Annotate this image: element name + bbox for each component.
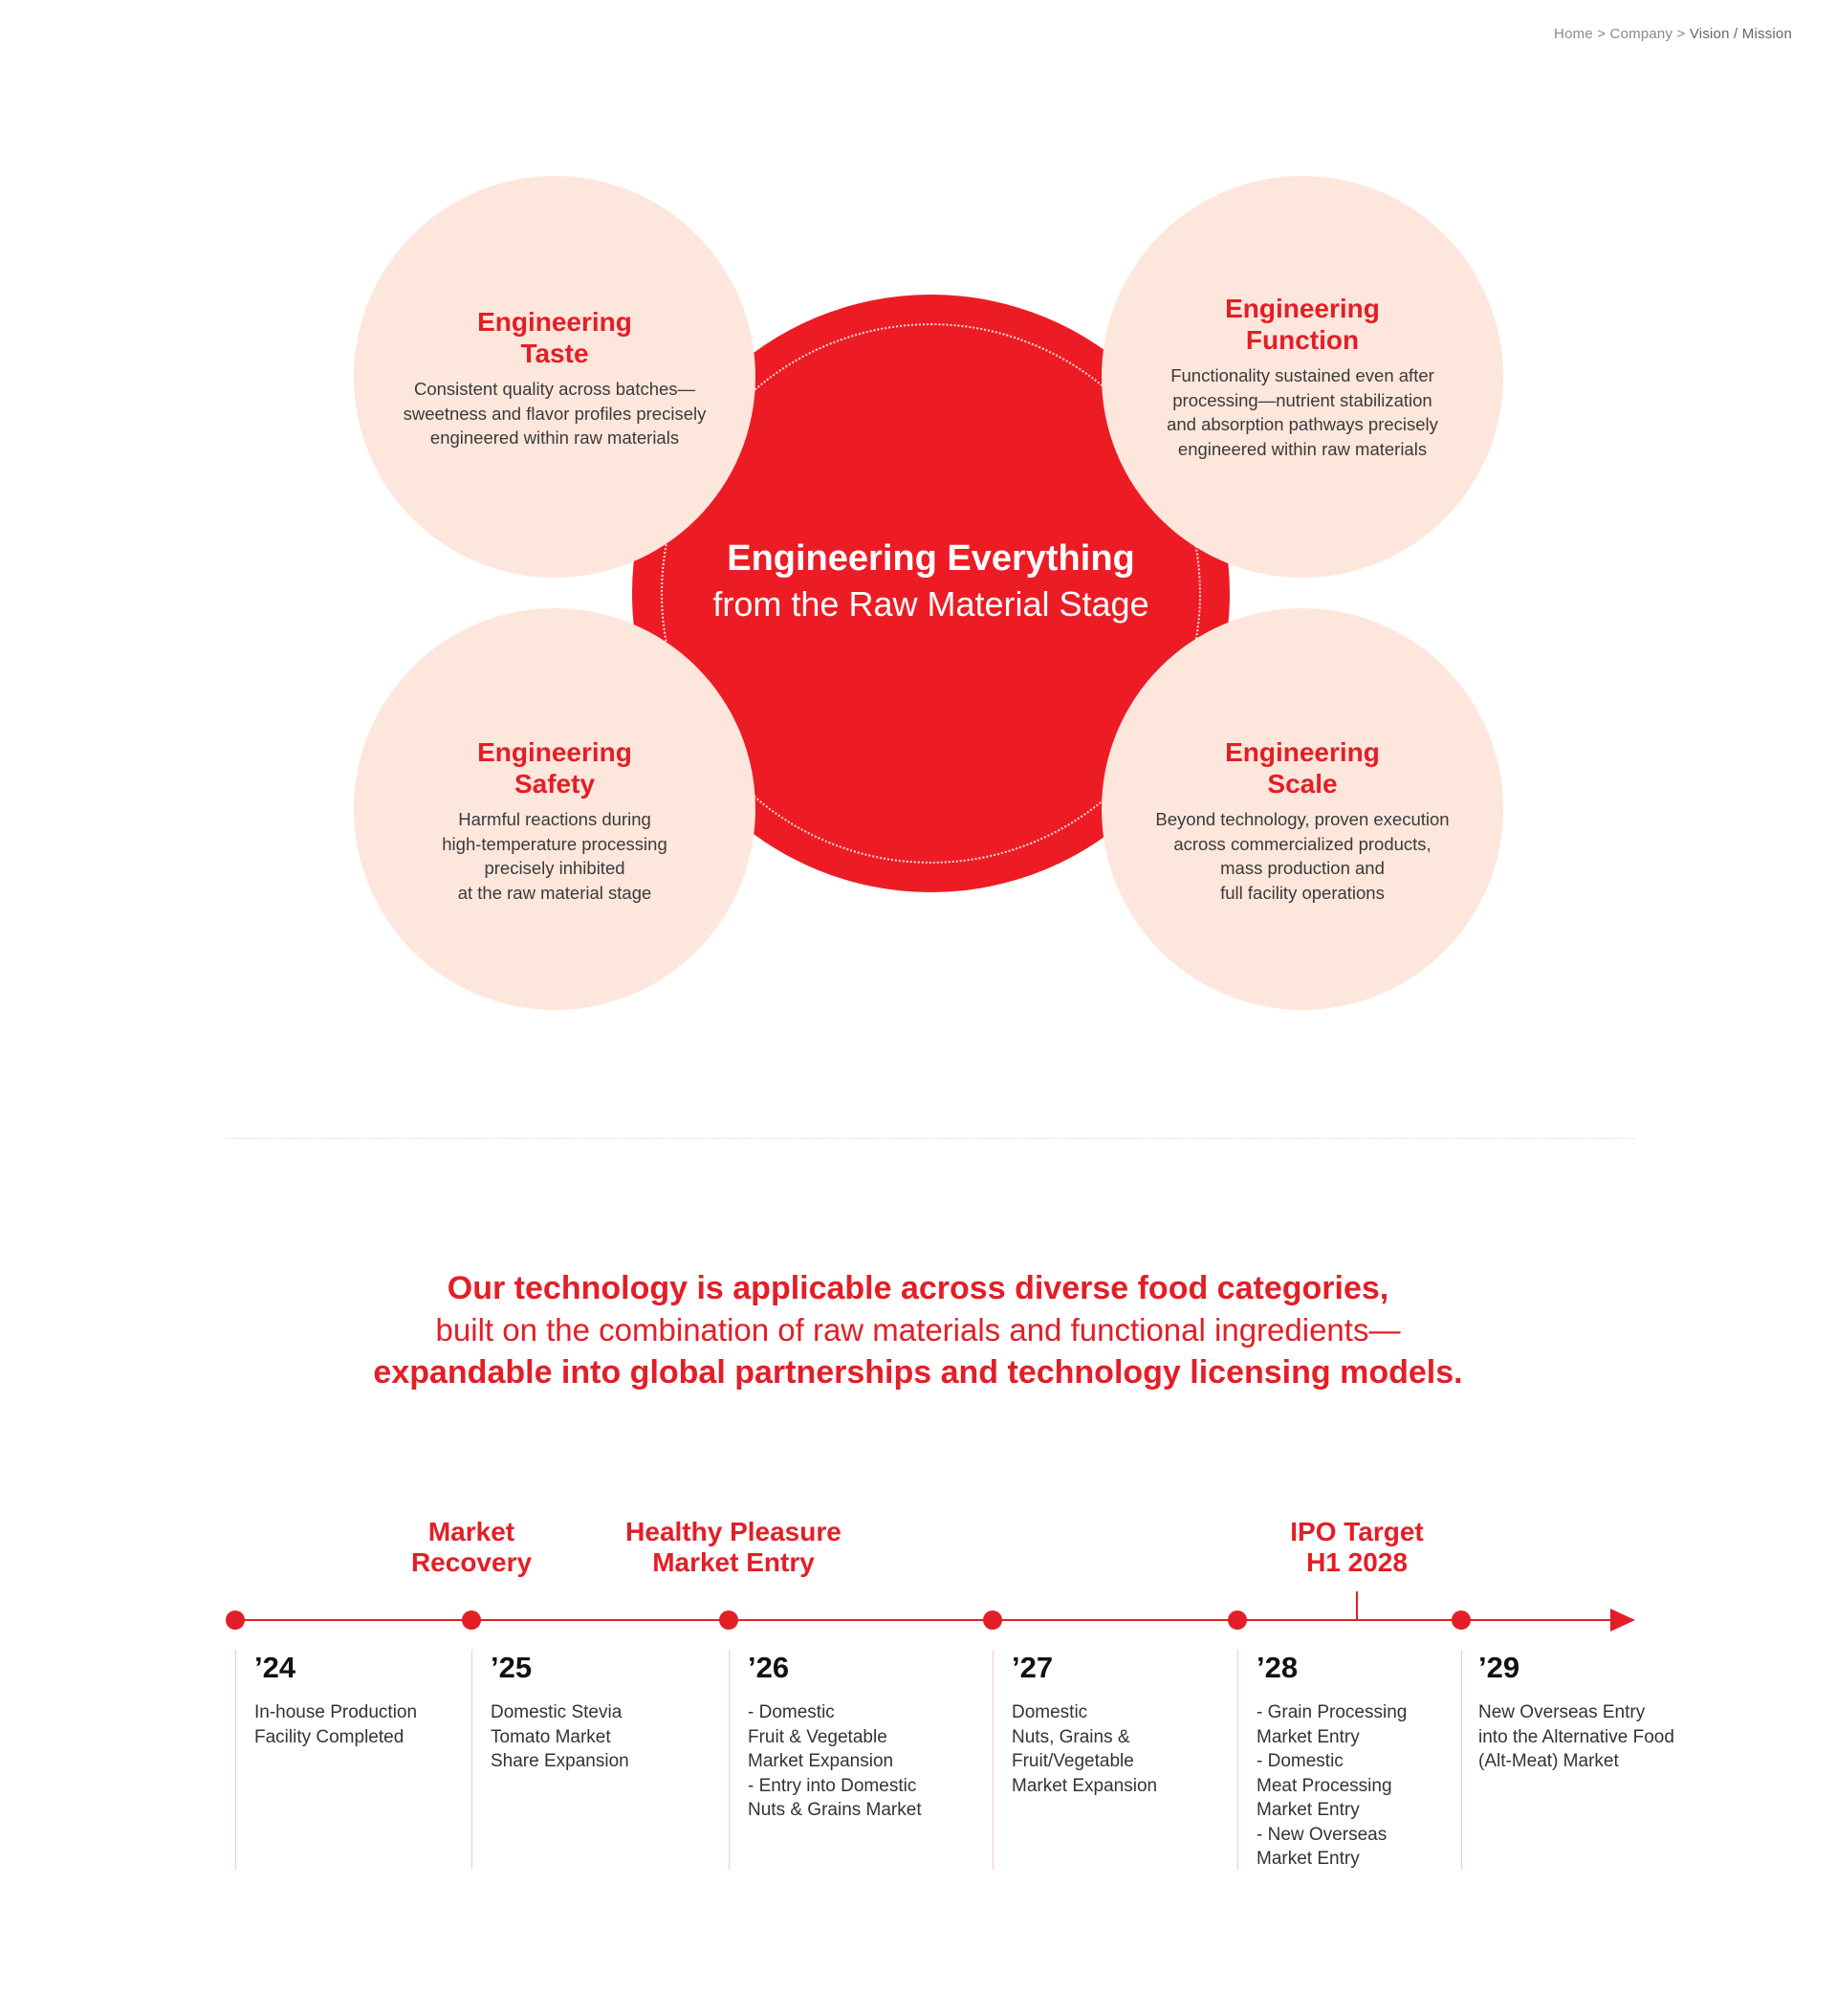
timeline-dot-27 [983,1611,1002,1630]
petal-title-line: Function [1245,325,1360,355]
petal-title: Engineering Safety [373,736,736,800]
breadcrumb-separator: > [1592,26,1610,42]
center-subtitle: from the Raw Material Stage [712,584,1149,624]
petal-description: Functionality sustained even after proce… [1167,365,1438,459]
timeline-dot-24 [226,1611,245,1630]
timeline-dot-26 [719,1611,738,1630]
timeline-column-divider [235,1650,236,1870]
petal-safety: Engineering Safety Harmful reactions dur… [354,608,755,1010]
year-description: Domestic Nuts, Grains & Fruit/Vegetable … [1012,1702,1158,1796]
year-label: ’25 [491,1651,533,1684]
breadcrumb: Home > Company > Vision / Mission [1554,26,1792,42]
headline: Our technology is applicable across dive… [0,1267,1836,1393]
milestone-healthy-pleasure: Healthy Pleasure Market Entry [595,1517,872,1578]
milestone-line: Market [427,1517,515,1546]
year-label: ’28 [1257,1651,1299,1684]
petal-title-line: Engineering [477,737,632,767]
petal-title-line: Taste [520,339,589,368]
year-description: Domestic Stevia Tomato Market Share Expa… [491,1702,629,1771]
year-label: ’27 [1012,1651,1054,1684]
headline-line-1: Our technology is applicable across dive… [447,1270,1389,1306]
petal-scale: Engineering Scale Beyond technology, pro… [1102,608,1503,1010]
center-dotted-ring [661,323,1201,864]
timeline-column-divider [471,1650,472,1870]
petal-title-line: Engineering [1225,737,1380,767]
milestone-line: IPO Target [1290,1517,1424,1546]
petal-description: Consistent quality across batches— sweet… [403,379,707,448]
breadcrumb-company[interactable]: Company [1609,26,1673,42]
year-description: - Domestic Fruit & Vegetable Market Expa… [748,1702,922,1820]
timeline-column-divider [1237,1650,1238,1870]
petal-title-line: Engineering [477,307,632,337]
breadcrumb-home[interactable]: Home [1554,26,1593,42]
milestone-line: Recovery [410,1547,533,1577]
timeline-dot-25 [462,1611,481,1630]
timeline-column-divider [1461,1650,1462,1870]
year-description: - Grain Processing Market Entry - Domest… [1257,1702,1408,1869]
center-text: Engineering Everything from the Raw Mate… [632,536,1230,627]
milestone-market-recovery: Market Recovery [376,1517,567,1578]
petal-function: Engineering Function Functionality susta… [1102,176,1503,578]
timeline-arrow-icon [1610,1609,1635,1632]
headline-line-2: built on the combination of raw material… [435,1312,1401,1348]
petal-title-line: Engineering [1225,294,1380,323]
year-label: ’29 [1478,1651,1520,1684]
year-description: In-house Production Facility Completed [254,1702,418,1747]
ipo-tick [1356,1591,1358,1619]
milestone-line: Market Entry [652,1547,815,1577]
year-description: New Overseas Entry into the Alternative … [1478,1702,1674,1771]
milestone-ipo-target: IPO Target H1 2028 [1252,1517,1462,1578]
headline-line-3: expandable into global partnerships and … [373,1354,1463,1391]
timeline-column-divider [993,1650,994,1870]
petal-title-line: Scale [1267,769,1338,799]
year-label: ’26 [748,1651,790,1684]
timeline-column-divider [729,1650,730,1870]
petal-title-line: Safety [514,769,596,799]
year-label: ’24 [254,1651,296,1684]
petal-taste: Engineering Taste Consistent quality acr… [354,176,755,578]
timeline-axis [235,1619,1616,1621]
timeline-dot-28 [1228,1611,1247,1630]
timeline-dot-29 [1452,1611,1471,1630]
petal-title: Engineering Function [1121,293,1484,356]
section-divider [225,1138,1635,1139]
center-title: Engineering Everything [727,538,1135,579]
milestone-line: H1 2028 [1306,1547,1408,1577]
breadcrumb-current: Vision / Mission [1689,26,1792,42]
breadcrumb-separator: > [1672,26,1690,42]
petal-description: Harmful reactions during high-temperatur… [442,809,667,903]
petal-title: Engineering Taste [373,306,736,369]
engineering-diagram: Engineering Taste Consistent quality acr… [354,176,1503,1010]
petal-description: Beyond technology, proven execution acro… [1155,809,1450,903]
milestone-line: Healthy Pleasure [625,1517,842,1546]
petal-title: Engineering Scale [1121,736,1484,800]
